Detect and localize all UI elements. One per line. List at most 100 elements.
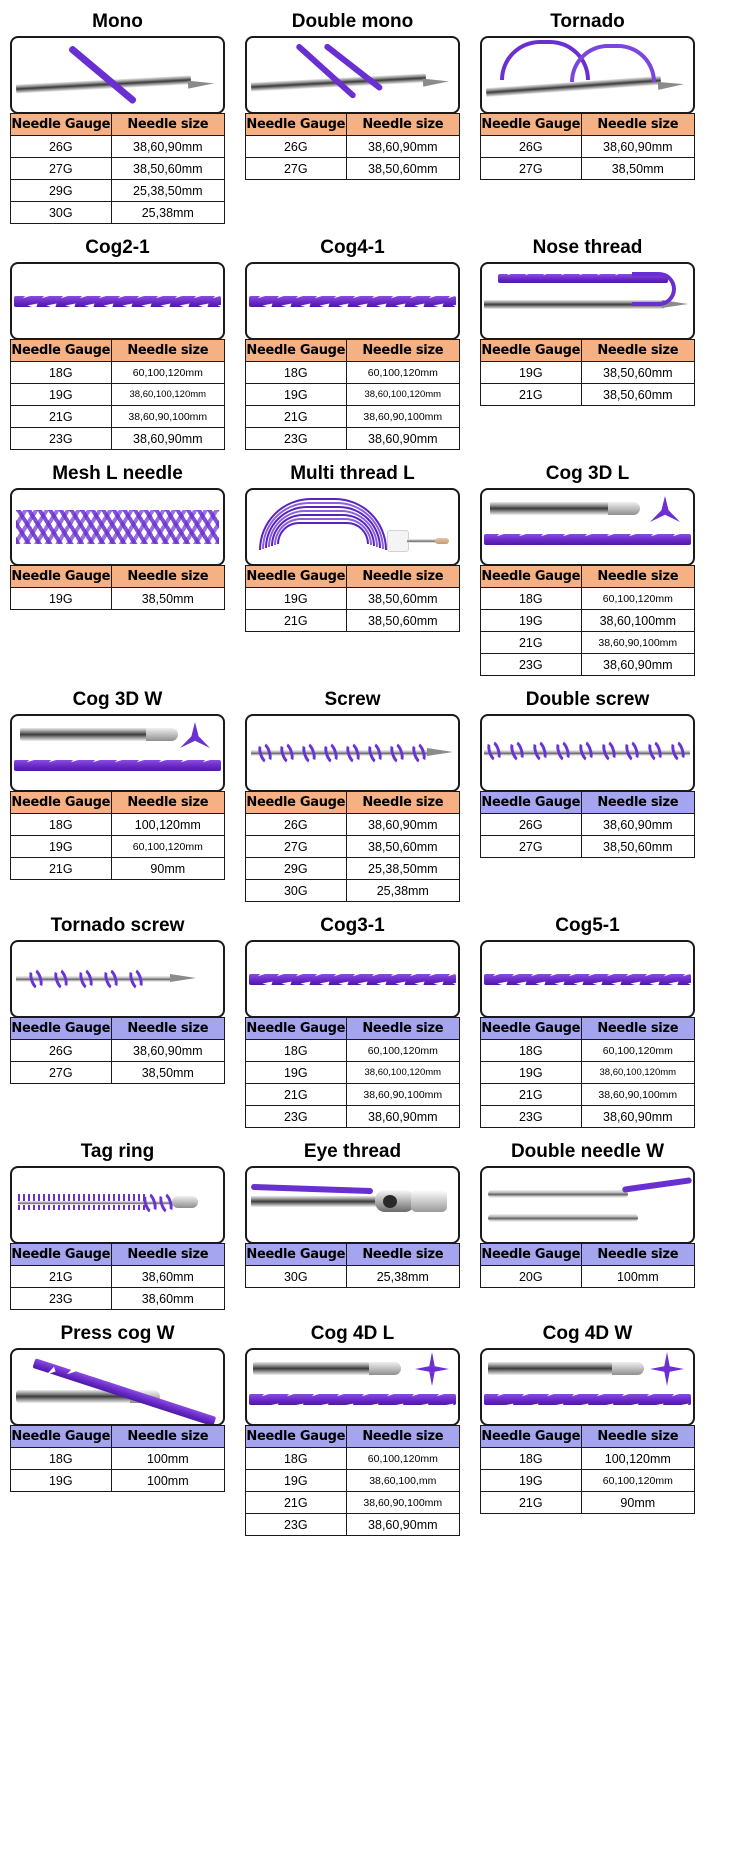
needle-size-value: 100,120mm (110, 813, 226, 836)
mesh-thread (16, 510, 219, 544)
needle-gauge-value: 19G (245, 383, 347, 406)
spec-table: Needle Gauge Needle size 18G 60,100,120m… (480, 565, 696, 676)
thread-coil (26, 966, 46, 992)
product-illustration (245, 1348, 460, 1426)
product-card: Double screw Needle Gauge Needle size 26… (480, 686, 696, 902)
table-row: 21G 38,60mm (10, 1265, 226, 1288)
needle-size-value: 60,100,120mm (580, 1469, 696, 1492)
table-row: 21G 38,50,60mm (245, 609, 461, 632)
col-header-needle-gauge: Needle Gauge (245, 1243, 347, 1266)
col-header-needle-gauge: Needle Gauge (245, 791, 347, 814)
cog-thread-bar (249, 974, 456, 985)
spec-table: Needle Gauge Needle size 19G 38,50,60mm … (245, 565, 461, 632)
table-row: 18G 60,100,120mm (10, 361, 226, 384)
table-row: 21G 90mm (480, 1491, 696, 1514)
needle-gauge-value: 30G (10, 201, 112, 224)
product-title: Mono (92, 11, 143, 32)
spec-table-body: 18G 60,100,120mm 19G 38,60,100,120mm 21G… (245, 361, 461, 450)
spec-table: Needle Gauge Needle size 26G 38,60,90mm … (10, 1017, 226, 1084)
product-card: Cog5-1 Needle Gauge Needle size 18G 60,1… (480, 912, 696, 1128)
spec-table: Needle Gauge Needle size 18G 100,120mm 1… (480, 1425, 696, 1514)
needle-size-value: 25,38mm (345, 879, 461, 902)
table-row: 19G 100mm (10, 1469, 226, 1492)
table-row: 18G 60,100,120mm (245, 1447, 461, 1470)
col-header-needle-size: Needle size (110, 565, 226, 588)
product-title: Cog 3D L (545, 463, 630, 484)
needle-size-value: 100mm (110, 1469, 226, 1492)
needle-shaft (251, 750, 429, 756)
needle-gauge-value: 27G (480, 157, 582, 180)
col-header-needle-gauge: Needle Gauge (10, 339, 112, 362)
needle-gauge-value: 18G (10, 813, 112, 836)
thread-left (294, 42, 357, 100)
needle-gauge-value: 19G (245, 1061, 347, 1084)
product-card: Cog 4D L Needle Gauge Needle size 18G 60… (245, 1320, 461, 1536)
product-illustration (10, 940, 225, 1018)
needle-gauge-value: 19G (10, 587, 112, 610)
spec-table-body: 26G 38,60,90mm 27G 38,50,60mm (480, 813, 696, 858)
thread (67, 44, 138, 105)
product-illustration (480, 488, 695, 566)
product-card: Double mono Needle Gauge Needle size 26G… (245, 8, 461, 224)
needle-eye-hole (383, 1195, 397, 1208)
product-title: Screw (324, 689, 381, 710)
needle-shaft (484, 750, 690, 756)
product-illustration (480, 1348, 695, 1426)
table-header-row: Needle Gauge Needle size (10, 1243, 226, 1266)
needle-size-value: 38,50,60mm (345, 157, 461, 180)
needle-size-value: 38,60,90mm (345, 1105, 461, 1128)
product-title: Cog 3D W (72, 689, 163, 710)
needle-size-value: 25,38mm (345, 1265, 461, 1288)
product-title: Tornado (550, 11, 625, 32)
needle-gauge-value: 18G (10, 1447, 112, 1470)
product-card: Nose thread Needle Gauge Needle size 19G… (480, 234, 696, 450)
cog-thread-bar (498, 274, 668, 283)
spec-table: Needle Gauge Needle size 30G 25,38mm (245, 1243, 461, 1288)
barb-icon (105, 1366, 116, 1375)
needle-gauge-value: 21G (480, 631, 582, 654)
table-header-row: Needle Gauge Needle size (245, 339, 461, 362)
col-header-needle-gauge: Needle Gauge (480, 565, 582, 588)
spec-table-body: 19G 38,50mm (10, 587, 226, 610)
spec-table: Needle Gauge Needle size 18G 60,100,120m… (245, 339, 461, 450)
thread-coil (255, 740, 275, 766)
cog-thread-bar (484, 1394, 691, 1405)
table-row: 23G 38,60mm (10, 1287, 226, 1310)
needle-tip-icon (662, 300, 688, 308)
spec-table: Needle Gauge Needle size 18G 100,120mm 1… (10, 791, 226, 880)
col-header-needle-gauge: Needle Gauge (245, 339, 347, 362)
needle-gauge-value: 21G (480, 1491, 582, 1514)
col-header-needle-gauge: Needle Gauge (10, 113, 112, 136)
spec-table: Needle Gauge Needle size 19G 38,50mm (10, 565, 226, 610)
product-illustration (245, 488, 460, 566)
needle-size-value: 100mm (580, 1265, 696, 1288)
table-row: 18G 60,100,120mm (245, 1039, 461, 1062)
product-title: Eye thread (303, 1141, 402, 1162)
spec-table-body: 18G 100,120mm 19G 60,100,120mm 21G 90mm (480, 1447, 696, 1514)
table-header-row: Needle Gauge Needle size (245, 791, 461, 814)
col-header-needle-gauge: Needle Gauge (480, 339, 582, 362)
thread-coil (76, 966, 96, 992)
needle-gauge-value: 29G (10, 179, 112, 202)
col-header-needle-gauge: Needle Gauge (245, 1017, 347, 1040)
col-header-needle-gauge: Needle Gauge (480, 1017, 582, 1040)
needle-size-value: 38,50,60mm (580, 361, 696, 384)
barb-icon (452, 978, 458, 987)
needle-size-value: 60,100,120mm (110, 835, 226, 858)
needle-size-value: 38,60,90mm (345, 135, 461, 158)
needle-size-value: 38,50mm (110, 1061, 226, 1084)
barb-icon (217, 300, 223, 309)
product-title: Double mono (291, 11, 414, 32)
table-row: 19G 38,60,100mm (480, 609, 696, 632)
table-header-row: Needle Gauge Needle size (10, 1425, 226, 1448)
product-card: Cog 4D W Needle Gauge Needle size 18G 10… (480, 1320, 696, 1536)
needle-gauge-value: 23G (245, 427, 347, 450)
product-illustration (245, 262, 460, 340)
product-illustration (480, 1166, 695, 1244)
table-row: 23G 38,60,90mm (480, 1105, 696, 1128)
needle-bevel (369, 1362, 401, 1375)
needle-size-value: 38,60,90mm (110, 135, 226, 158)
product-illustration (480, 262, 695, 340)
thread-coil (365, 740, 385, 766)
needle-shaft-bottom (488, 1214, 638, 1222)
